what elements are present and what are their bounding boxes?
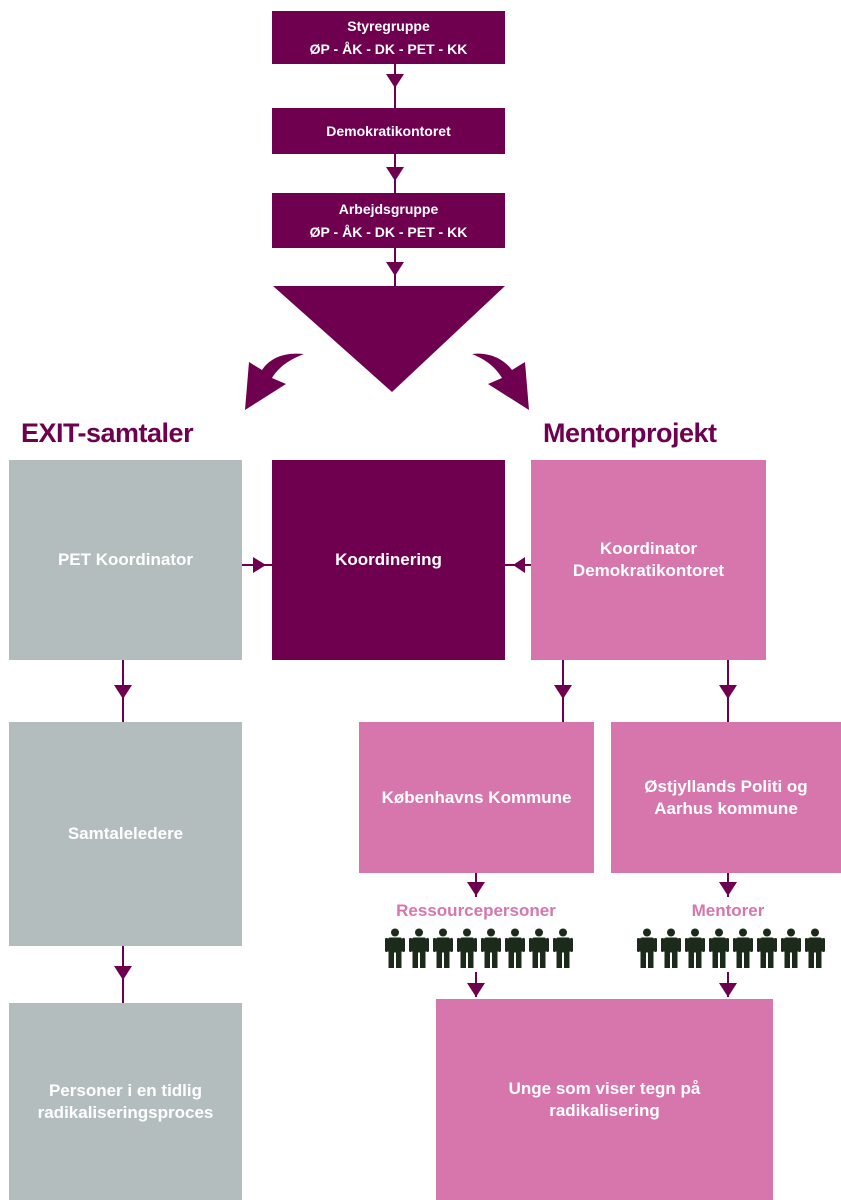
arrow-down-icon — [467, 882, 485, 896]
person-icon — [781, 928, 801, 968]
unge-label: Unge som viser tegn på radikalisering — [508, 1078, 701, 1120]
arrow-down-icon — [554, 685, 572, 699]
koordinering-label: Koordinering — [335, 550, 442, 569]
person-icon — [481, 928, 501, 968]
demokratikontoret-box: Demokratikontoret — [272, 108, 505, 154]
person-icon — [409, 928, 429, 968]
samtaleledere-label: Samtaleledere — [67, 824, 184, 843]
koordinering-box: Koordinering — [272, 460, 505, 660]
kobenhavns-kommune-box: Københavns Kommune — [359, 722, 594, 873]
arrow-down-icon — [719, 882, 737, 896]
person-icon — [505, 928, 525, 968]
curved-arrow-icon — [472, 353, 529, 410]
person-icon — [685, 928, 705, 968]
koordinator-label: Koordinator Demokratikontoret — [572, 539, 725, 580]
person-icon — [805, 928, 825, 968]
mentorer-label: Mentorer — [691, 901, 765, 920]
curved-arrow-icon — [245, 353, 304, 410]
person-icon — [733, 928, 753, 968]
styregruppe-title: Styregruppe — [347, 17, 430, 34]
koordinator-demokratikontoret-box: Koordinator Demokratikontoret — [531, 460, 766, 660]
mentor-heading: Mentorprojekt — [543, 418, 717, 448]
arrow-down-icon — [114, 685, 132, 699]
ostjyllands-label: Østjyllands Politi og Aarhus kommune — [644, 776, 808, 818]
person-icon — [709, 928, 729, 968]
arrow-right-icon — [253, 557, 266, 573]
person-icon — [433, 928, 453, 968]
arrow-down-icon — [114, 966, 132, 980]
arrow-down-icon — [467, 983, 485, 997]
ressourcepersoner-figures — [385, 928, 573, 968]
arbejdsgruppe-title: Arbejdsgruppe — [338, 200, 439, 217]
arbejdsgruppe-box: Arbejdsgruppe ØP - ÅK - DK - PET - KK — [272, 193, 505, 248]
ostjyllands-box: Østjyllands Politi og Aarhus kommune — [611, 722, 841, 873]
styregruppe-box: Styregruppe ØP - ÅK - DK - PET - KK — [272, 11, 505, 64]
arrow-down-icon — [386, 167, 404, 181]
person-icon — [457, 928, 477, 968]
personer-label: Personer i en tidlig radikaliseringsproc… — [37, 1080, 214, 1122]
kobenhavns-kommune-label: Københavns Kommune — [381, 787, 572, 807]
ressourcepersoner-label: Ressourcepersoner — [396, 901, 556, 920]
person-icon — [661, 928, 681, 968]
mentorer-figures — [637, 928, 825, 968]
person-icon — [553, 928, 573, 968]
person-icon — [637, 928, 657, 968]
exit-heading: EXIT-samtaler — [21, 418, 194, 448]
samtaleledere-box: Samtaleledere — [9, 722, 242, 946]
unge-box: Unge som viser tegn på radikalisering — [436, 999, 773, 1200]
arrow-down-icon — [719, 983, 737, 997]
person-icon — [385, 928, 405, 968]
pet-koordinator-box: PET Koordinator — [9, 460, 242, 660]
arrow-left-icon — [513, 557, 525, 573]
styregruppe-members: ØP - ÅK - DK - PET - KK — [309, 40, 468, 57]
demokratikontoret-title: Demokratikontoret — [326, 122, 451, 139]
person-icon — [757, 928, 777, 968]
personer-box: Personer i en tidlig radikaliseringsproc… — [9, 1003, 242, 1200]
arrow-down-icon — [386, 262, 404, 276]
arrow-down-icon — [386, 74, 404, 88]
pet-koordinator-label: PET Koordinator — [57, 550, 194, 569]
arrow-down-icon — [719, 685, 737, 699]
arbejdsgruppe-members: ØP - ÅK - DK - PET - KK — [309, 223, 468, 240]
funnel-triangle-icon — [273, 286, 505, 392]
person-icon — [529, 928, 549, 968]
